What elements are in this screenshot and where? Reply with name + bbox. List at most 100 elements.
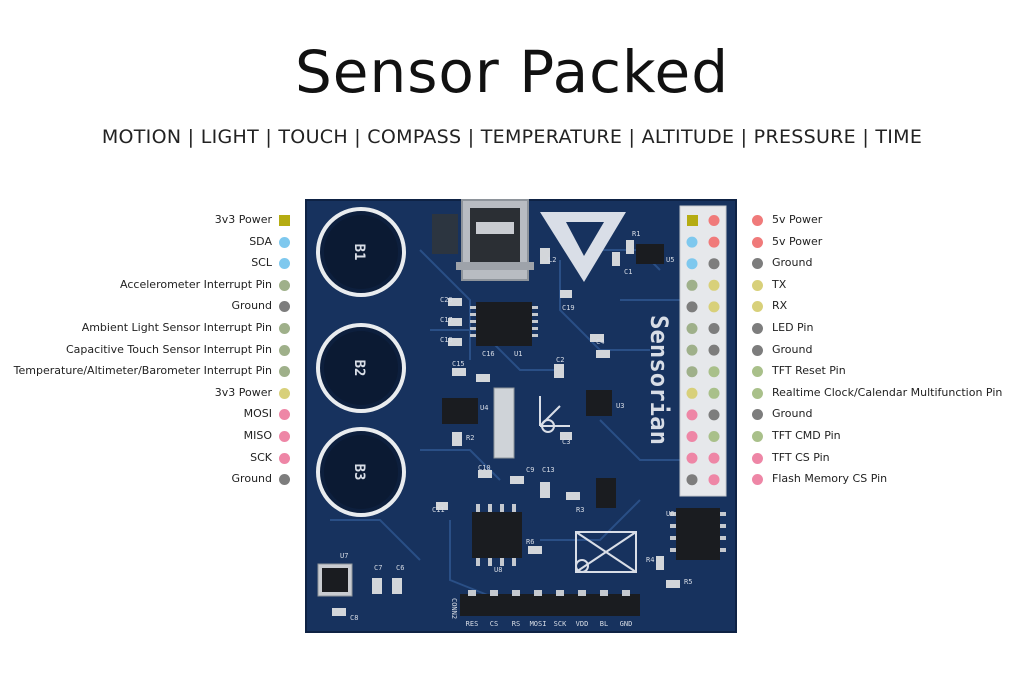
part-label: C6	[396, 564, 404, 572]
left-pin-label: 3v3 Power	[214, 385, 272, 399]
right-pin-label: Realtime Clock/Calendar Multifunction Pi…	[772, 385, 1003, 399]
box-marking	[575, 531, 637, 573]
pcb-traces	[330, 249, 680, 601]
right-pin-color-dot	[752, 236, 763, 248]
left-pin-label: 3v3 Power	[214, 213, 272, 226]
header-pin-left-6	[686, 344, 698, 356]
button-label-b2: B2	[351, 360, 367, 377]
header-pin-left-10	[686, 431, 698, 442]
header-pin-right-2	[708, 258, 720, 270]
part-label: C20	[440, 296, 453, 304]
right-pin-label: 5v Power	[772, 234, 823, 248]
header-pin-left-1	[686, 236, 698, 248]
left-pin-label: SCK	[250, 450, 272, 464]
connector-pin-label: VDD	[576, 620, 589, 628]
header-pin-right-6	[708, 344, 720, 356]
transistor	[596, 478, 616, 508]
touch-button-b3: B3	[316, 427, 406, 517]
touch-button-b1: B1	[316, 207, 406, 297]
left-pin-label: Ground	[231, 472, 272, 486]
part-label: U5	[666, 256, 674, 264]
right-pin-color-dot	[752, 474, 763, 486]
left-pin-label: SDA	[249, 234, 272, 248]
left-pin-color-dot	[279, 344, 290, 356]
left-pin-color-dot	[279, 409, 290, 421]
left-pin-label: MISO	[243, 429, 272, 442]
header-pin-left-0	[687, 215, 698, 226]
right-pin-label: Ground	[772, 256, 813, 270]
page-title: Sensor Packed	[294, 38, 730, 106]
left-pin-label: SCL	[251, 256, 272, 270]
header-pin-right-3	[708, 279, 720, 291]
connector-pin-label: RS	[512, 620, 520, 628]
part-label: C19	[562, 304, 575, 312]
header-pin-left-3	[686, 279, 698, 291]
header-pin-right-8	[708, 387, 720, 399]
right-pin-color-dot	[752, 323, 763, 334]
part-label: R5	[684, 578, 692, 586]
header-pin-left-4	[686, 301, 698, 313]
header-pin-left-8	[686, 387, 698, 399]
header-pin-left-5	[686, 323, 698, 334]
part-label: U6	[666, 510, 674, 518]
axes-marking	[539, 396, 570, 433]
part-label: R4	[646, 556, 654, 564]
part-label: R6	[526, 538, 534, 546]
page-subtitle: MOTION | LIGHT | TOUCH | COMPASS | TEMPE…	[101, 126, 923, 148]
part-label: C10	[478, 464, 491, 472]
right-pin-label: TX	[772, 277, 787, 291]
header-pin-right-11	[708, 452, 720, 464]
right-pin-label: 5v Power	[772, 213, 823, 226]
connector-pin-label: BL	[600, 620, 608, 628]
part-label: C13	[542, 466, 555, 474]
connector-pin-label: GND	[620, 620, 633, 628]
right-pin-label: RX	[772, 299, 788, 313]
header-pin-left-7	[686, 366, 698, 378]
part-label: U8	[494, 566, 502, 574]
part-label: C2	[556, 356, 564, 364]
left-pin-color-dot	[279, 323, 290, 334]
part-label: C4	[596, 338, 604, 346]
part-label: C9	[526, 466, 534, 474]
left-pin-color-dot	[279, 215, 290, 226]
left-pin-color-dot	[279, 431, 290, 442]
part-label: C17	[440, 316, 453, 324]
connector-label: CONN2	[450, 598, 458, 619]
header-pin-left-9	[686, 409, 698, 421]
left-pin-color-dot	[279, 366, 290, 378]
right-pin-label: TFT Reset Pin	[772, 364, 846, 378]
right-pin-color-dot	[752, 258, 763, 270]
left-pin-color-dot	[279, 387, 290, 399]
chip-u8	[472, 504, 522, 566]
right-pin-label: LED Pin	[772, 321, 814, 334]
left-pin-label: MOSI	[243, 407, 272, 421]
right-pin-color-dot	[752, 431, 763, 442]
button-label-b3: B3	[351, 464, 367, 481]
part-label: R3	[576, 506, 584, 514]
connector-pin-label: SCK	[554, 620, 567, 628]
part-label: C1	[624, 268, 632, 276]
part-label: L2	[548, 256, 556, 264]
left-pin-color-dot	[279, 258, 290, 270]
right-pin-label: Ground	[772, 407, 813, 421]
board-logo	[540, 212, 626, 282]
usb-connector	[456, 199, 534, 281]
part-label: R2	[466, 434, 474, 442]
header-pin-left-12	[686, 474, 698, 486]
part-label: C11	[432, 506, 445, 514]
chip-u7	[317, 563, 353, 597]
left-pin-label: Ground	[231, 299, 272, 313]
part-label: C18	[440, 336, 453, 344]
header-pin-right-0	[708, 215, 720, 226]
tft-connector	[460, 590, 640, 616]
chip-u4	[442, 398, 478, 424]
chip-u5	[636, 244, 664, 264]
right-pin-color-dot	[752, 452, 763, 464]
left-pin-color-dot	[279, 474, 290, 486]
part-label: C3	[562, 438, 570, 446]
part-label: R1	[632, 230, 640, 238]
right-pin-color-dot	[752, 301, 763, 313]
right-pin-color-dot	[752, 344, 763, 356]
header-pin-right-12	[708, 474, 720, 486]
